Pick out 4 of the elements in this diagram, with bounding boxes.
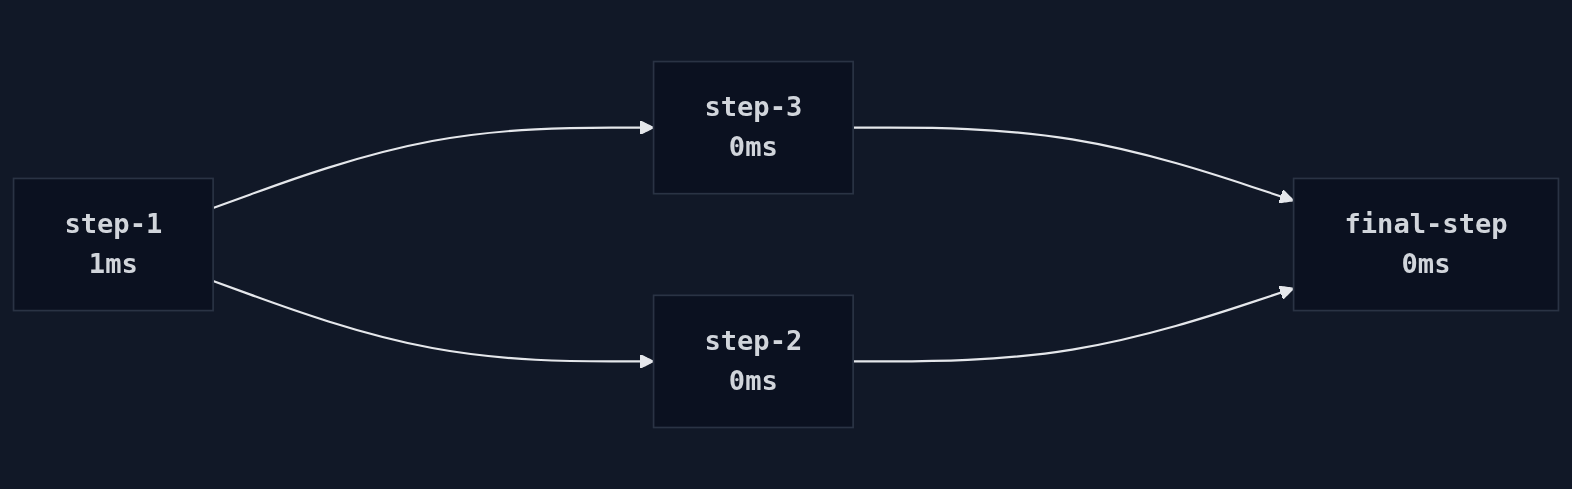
node-box: final-step 0ms — [1292, 177, 1560, 312]
node-box: step-3 0ms — [652, 60, 854, 195]
node-box: step-2 0ms — [652, 294, 854, 429]
node-box: step-1 1ms — [12, 177, 214, 312]
